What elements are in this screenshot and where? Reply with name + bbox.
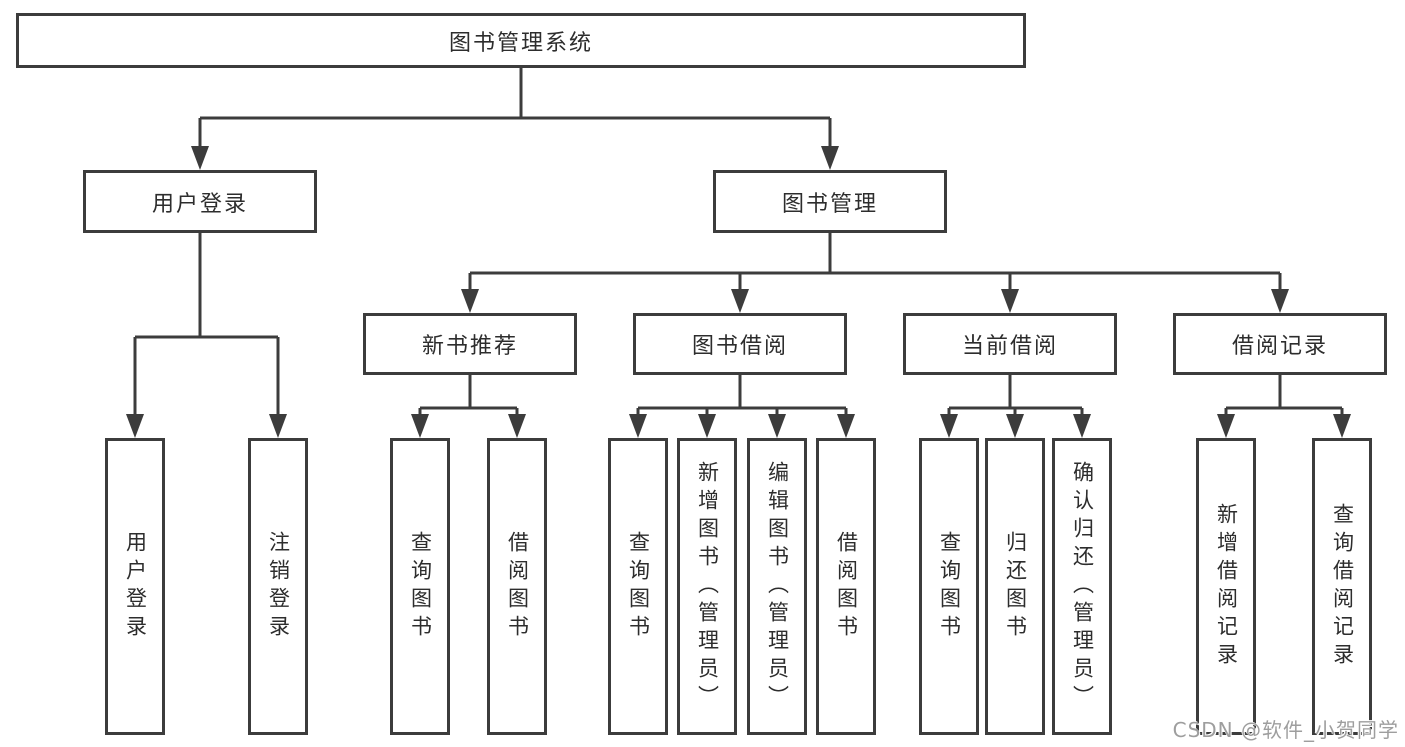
leaf-user-login: 用户登录 [105,438,165,735]
borrow-records-branch-lines [1224,375,1344,422]
node-new-book-recommend: 新书推荐 [363,313,577,375]
node-root: 图书管理系统 [16,13,1026,68]
leaf-add-book-admin: 新增图书（管理员） [677,438,737,735]
leaf-borrow-books-recommend: 借阅图书 [487,438,547,735]
leaf-label: 查询图书 [937,530,962,643]
leaf-query-borrow-record: 查询借阅记录 [1312,438,1372,735]
leaf-edit-book-admin: 编辑图书（管理员） [747,438,807,735]
leaf-confirm-return-admin: 确认归还（管理员） [1052,438,1112,735]
node-current-borrow: 当前借阅 [903,313,1117,375]
leaf-label: 用户登录 [123,530,148,643]
book-management-branch-lines [468,233,1282,297]
leaf-label: 新增图书（管理员） [695,460,720,713]
node-book-borrow: 图书借阅 [633,313,847,375]
arrowheads [126,146,1351,438]
leaf-borrow-books: 借阅图书 [816,438,876,735]
leaf-label: 归还图书 [1003,530,1028,643]
user-login-branch-lines [133,233,280,422]
leaf-label: 借阅图书 [505,530,530,643]
node-book-management: 图书管理 [713,170,947,233]
leaf-label: 编辑图书（管理员） [765,460,790,713]
leaf-label: 新增借阅记录 [1214,502,1239,671]
leaf-logout: 注销登录 [248,438,308,735]
leaf-query-books-current: 查询图书 [919,438,979,735]
leaf-label: 确认归还（管理员） [1070,460,1095,713]
node-user-login: 用户登录 [83,170,317,233]
leaf-label: 查询借阅记录 [1330,502,1355,671]
leaf-add-borrow-record: 新增借阅记录 [1196,438,1256,735]
root-branch-lines [198,68,832,154]
leaf-label: 查询图书 [626,530,651,643]
node-borrow-records: 借阅记录 [1173,313,1387,375]
leaf-return-book: 归还图书 [985,438,1045,735]
book-borrow-branch-lines [636,375,848,422]
csdn-watermark: CSDN @软件_小贺同学 [1172,718,1399,742]
leaf-query-books-borrow: 查询图书 [608,438,668,735]
leaf-label: 查询图书 [408,530,433,643]
leaf-label: 借阅图书 [834,530,859,643]
new-book-recommend-branch-lines [418,375,519,422]
leaf-label: 注销登录 [266,530,291,643]
leaf-query-books-recommend: 查询图书 [390,438,450,735]
